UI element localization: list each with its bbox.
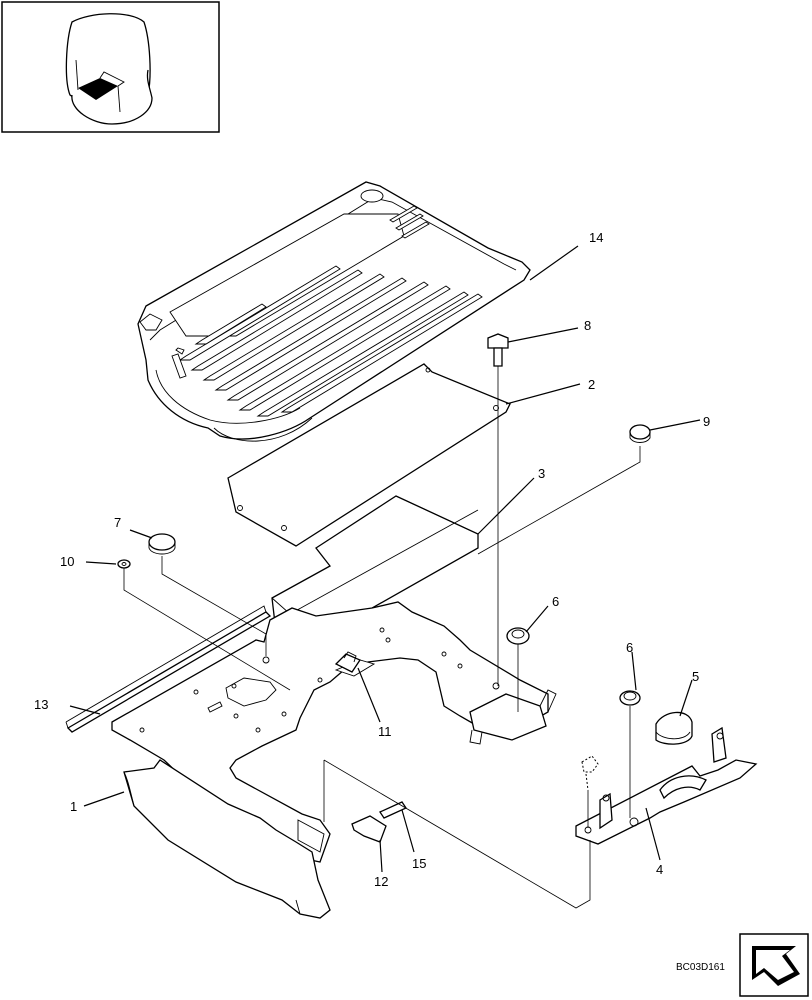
bolt-dashed (581, 755, 599, 791)
callout-1: 1 (70, 799, 77, 814)
bolt-8 (487, 333, 509, 367)
bracket-4 (575, 726, 758, 845)
plug-7 (148, 533, 176, 555)
cap-9 (629, 424, 651, 443)
machine-thumbnail (1, 1, 220, 133)
cover-1 (123, 759, 331, 919)
plate-2 (227, 363, 511, 547)
callout-labels: 14 8 2 9 3 7 10 6 6 5 13 11 1 4 15 12 (34, 230, 710, 889)
callout-7: 7 (114, 515, 121, 530)
callout-12: 12 (374, 874, 388, 889)
floor-frame (111, 601, 557, 863)
leader-lines (69, 245, 701, 909)
cab-location-icon (65, 13, 153, 125)
callout-10: 10 (60, 554, 74, 569)
callout-14: 14 (589, 230, 603, 245)
callout-8: 8 (584, 318, 591, 333)
spacer-12 (351, 815, 387, 843)
callout-9: 9 (703, 414, 710, 429)
callout-2: 2 (588, 377, 595, 392)
cushion-5 (655, 711, 693, 745)
callout-4: 4 (656, 862, 663, 877)
floor-mat (137, 181, 531, 442)
callout-6-right: 6 (626, 640, 633, 655)
callout-3: 3 (538, 466, 545, 481)
callout-13: 13 (34, 697, 48, 712)
callout-5: 5 (692, 669, 699, 684)
callout-11: 11 (378, 724, 392, 739)
washer-10 (117, 559, 131, 569)
trim-strip-13 (65, 605, 272, 733)
grommet-6-right (619, 690, 641, 706)
callout-6-left: 6 (552, 594, 559, 609)
next-page-arrow-icon[interactable] (739, 933, 809, 997)
callout-15: 15 (412, 856, 426, 871)
grommet-6-left (506, 627, 530, 645)
reference-code: BC03D161 (676, 962, 725, 973)
